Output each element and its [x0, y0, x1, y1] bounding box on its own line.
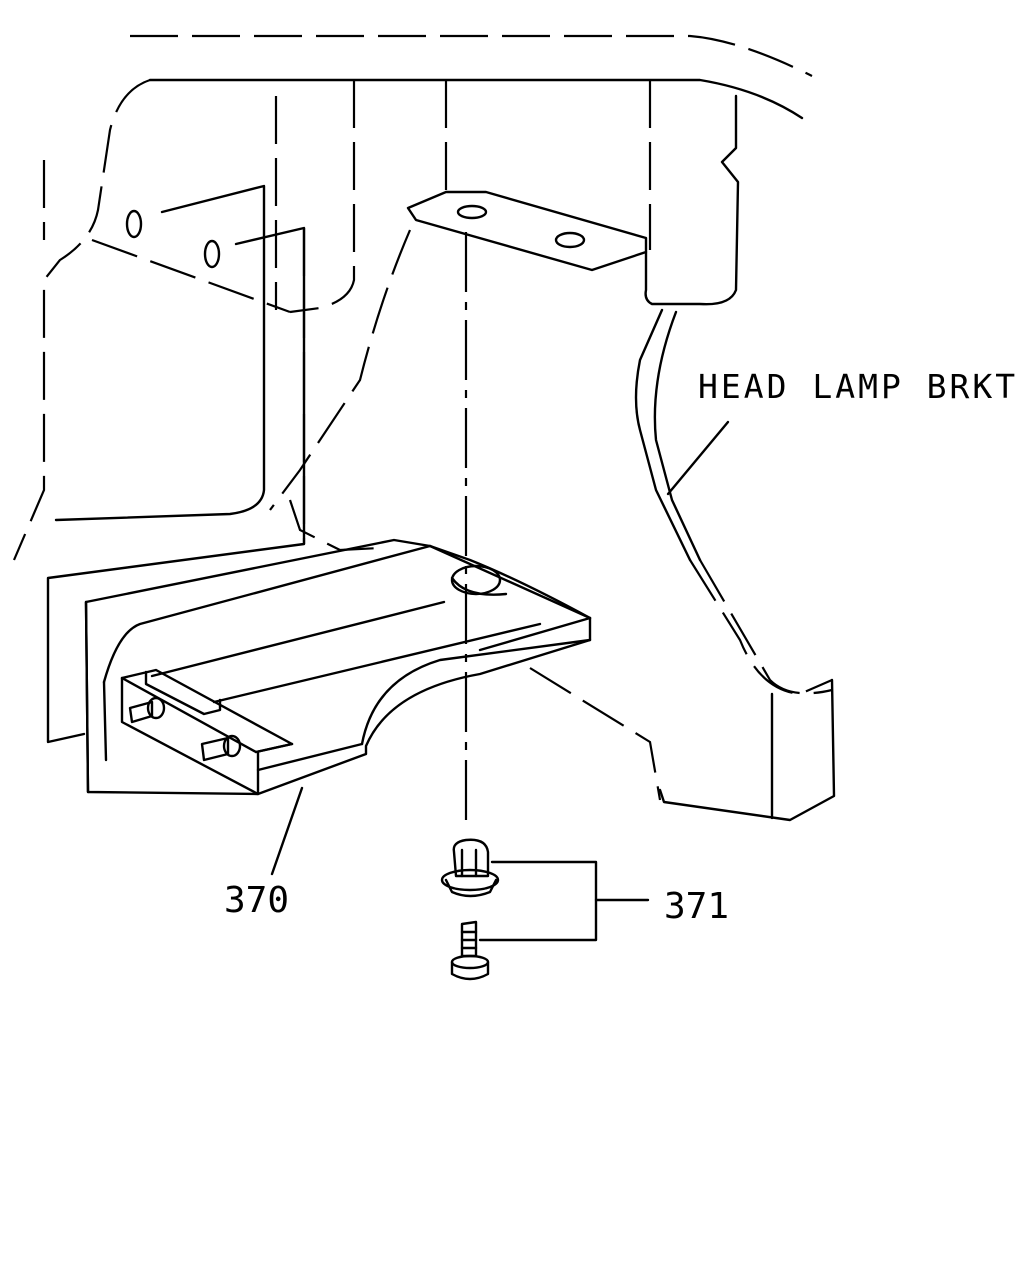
leader-370	[270, 786, 304, 876]
head-lamp-bracket	[406, 94, 836, 822]
leader-lines	[270, 420, 730, 942]
part-370-bracket	[84, 538, 592, 796]
leader-head-lamp	[666, 420, 730, 496]
part-371-fasteners	[440, 232, 500, 981]
body-panel-outline	[12, 34, 813, 744]
label-part-371: 371	[664, 886, 729, 927]
leader-371-bracket	[478, 860, 598, 942]
label-head-lamp-brkt: HEAD LAMP BRKT	[698, 367, 1018, 406]
label-part-370: 370	[224, 880, 289, 921]
